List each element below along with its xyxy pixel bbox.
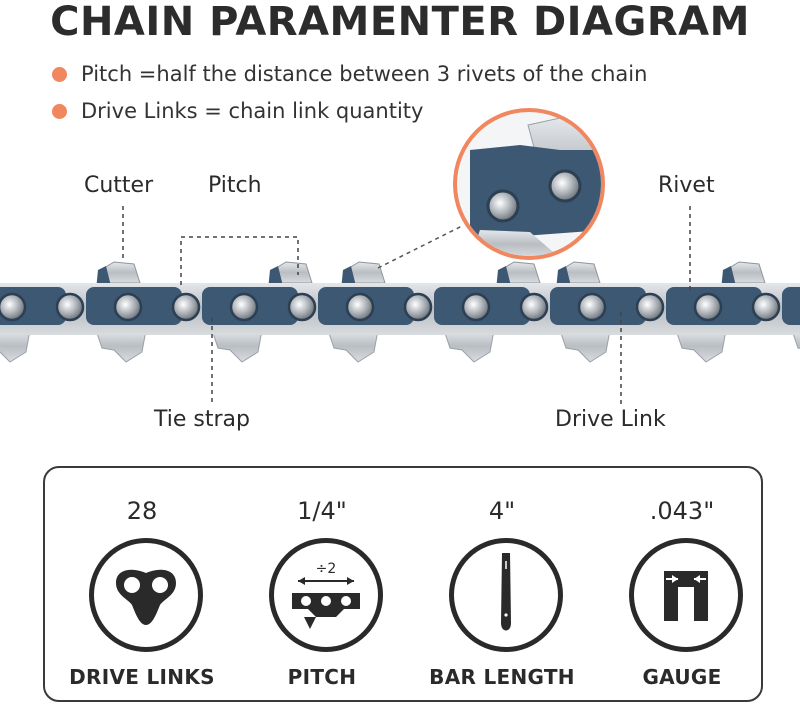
spec-name: BAR LENGTH bbox=[429, 665, 575, 689]
rivet bbox=[113, 292, 143, 322]
rivet bbox=[403, 292, 433, 322]
spec-name: PITCH bbox=[287, 665, 357, 689]
gauge-icon bbox=[629, 538, 743, 652]
side-plate bbox=[782, 287, 800, 325]
rivet bbox=[519, 292, 549, 322]
spec-value: 1/4" bbox=[297, 497, 347, 525]
pitch-icon: ÷2 bbox=[269, 538, 383, 652]
rivet bbox=[751, 292, 781, 322]
rivet bbox=[577, 292, 607, 322]
rivet bbox=[229, 292, 259, 322]
spec-name: DRIVE LINKS bbox=[69, 665, 215, 689]
rivet bbox=[635, 292, 665, 322]
drive-link-icon bbox=[89, 538, 203, 652]
bullet-dot-icon bbox=[52, 66, 67, 82]
chain-diagram bbox=[0, 108, 800, 405]
bullet-text: Pitch =half the distance between 3 rivet… bbox=[81, 62, 648, 86]
label-rivet: Rivet bbox=[658, 173, 715, 198]
spec-value: .043" bbox=[649, 497, 715, 525]
rivet bbox=[55, 292, 85, 322]
spec-panel: 28 DRIVE LINKS 1/4" ÷2 PITCH bbox=[43, 466, 763, 702]
rivet bbox=[693, 292, 723, 322]
pitch-divide-text: ÷2 bbox=[316, 561, 337, 577]
chain-image bbox=[0, 261, 800, 363]
rivet bbox=[0, 292, 27, 322]
zoom-detail bbox=[377, 108, 605, 269]
label-tie-strap: Tie strap bbox=[154, 407, 250, 432]
spec-value: 4" bbox=[488, 497, 516, 525]
rivet bbox=[287, 292, 317, 322]
rivet bbox=[461, 292, 491, 322]
label-cutter: Cutter bbox=[84, 173, 154, 198]
page-title: CHAIN PARAMENTER DIAGRAM bbox=[50, 0, 750, 45]
bar-icon bbox=[449, 538, 563, 652]
spec-name: GAUGE bbox=[642, 665, 722, 689]
callout-lines bbox=[122, 206, 691, 405]
bullet-pitch: Pitch =half the distance between 3 rivet… bbox=[52, 62, 647, 86]
rivet bbox=[171, 292, 201, 322]
rivet bbox=[345, 292, 375, 322]
bullet-dot-icon bbox=[52, 103, 67, 119]
bullet-text: Drive Links = chain link quantity bbox=[81, 99, 424, 123]
spec-value: 28 bbox=[126, 497, 158, 525]
label-drive-link: Drive Link bbox=[555, 407, 666, 432]
bullet-drive-links: Drive Links = chain link quantity bbox=[52, 99, 423, 123]
label-pitch: Pitch bbox=[208, 173, 262, 198]
